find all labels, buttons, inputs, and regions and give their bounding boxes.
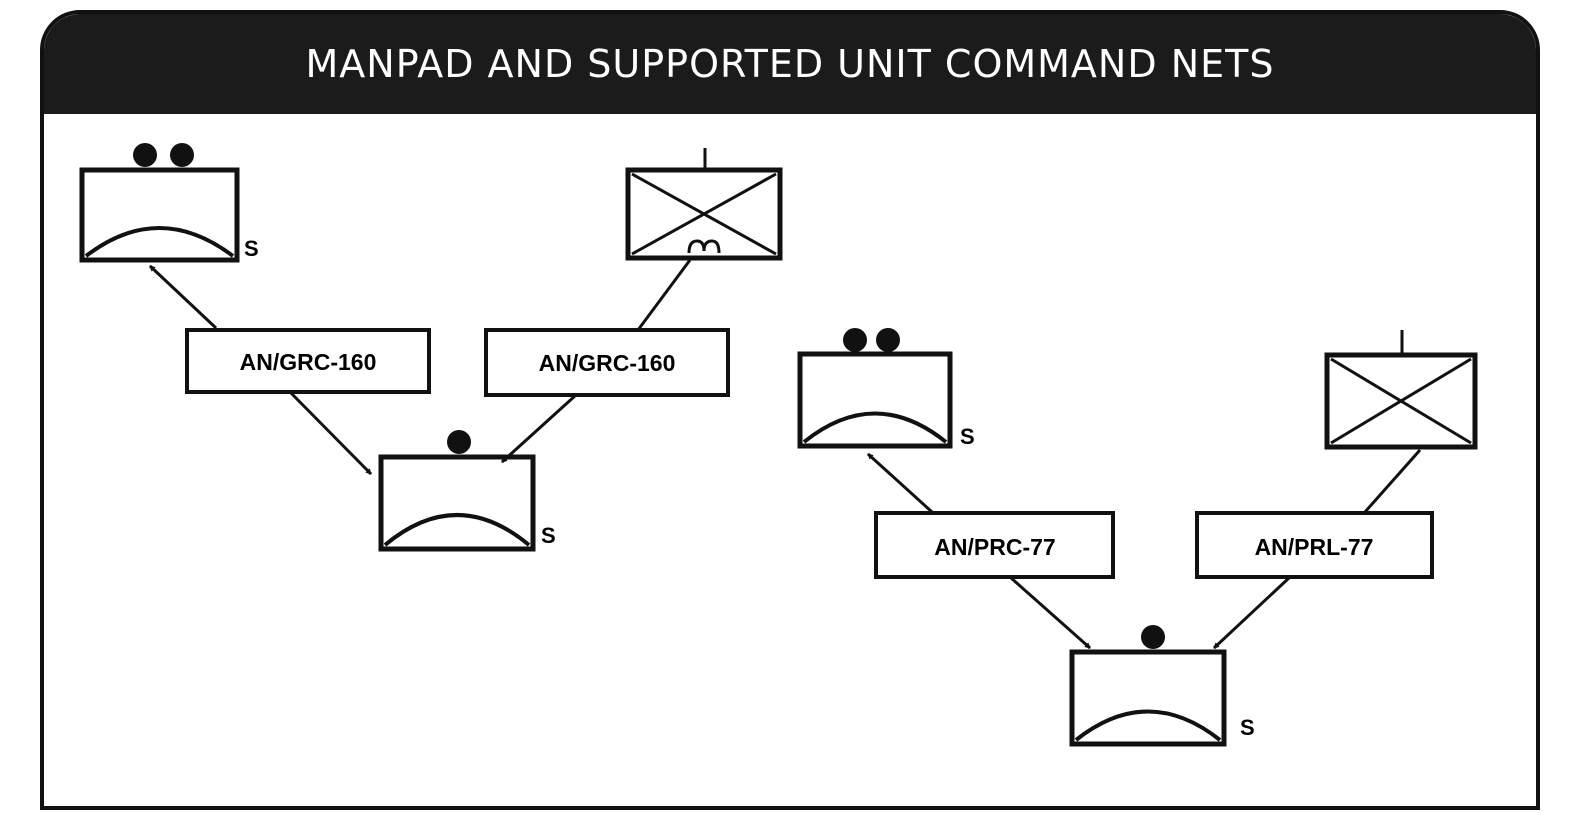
net-link-left-to-platoon (148, 264, 218, 330)
supported-unit-symbol-left (625, 148, 783, 261)
radio-label-right-b: AN/PRL-77 (1255, 534, 1374, 560)
diagram-title: MANPAD AND SUPPORTED UNIT COMMAND NETS (305, 42, 1275, 86)
net-link-right-to-team (1009, 575, 1091, 650)
manpad-team-symbol-right (1069, 625, 1227, 747)
radio-box-right-b: AN/PRL-77 (1195, 511, 1434, 579)
section-marker-right-bottom: S (1240, 715, 1255, 740)
supported-unit-symbol-right (1324, 330, 1478, 450)
net-link-left-to-team (288, 390, 373, 476)
radio-box-left-b: AN/GRC-160 (484, 328, 730, 397)
ada-platoon-symbol-left (79, 143, 240, 263)
radio-label-left-a: AN/GRC-160 (240, 349, 377, 375)
net-link-unit-to-team-left (500, 393, 578, 464)
title-bar: MANPAD AND SUPPORTED UNIT COMMAND NETS (44, 14, 1536, 114)
section-marker-left-bottom: S (541, 523, 556, 548)
net-link-unit-to-team-right (1212, 575, 1292, 650)
net-link-right-to-platoon (866, 452, 934, 514)
ada-platoon-symbol-right (797, 328, 953, 449)
radio-box-right-a: AN/PRC-77 (874, 511, 1115, 579)
net-link-unit-to-radio-left (636, 259, 692, 331)
radio-box-left-a: AN/GRC-160 (185, 328, 431, 394)
net-link-unit-to-radio-right (1363, 449, 1422, 513)
section-marker-left-top: S (244, 236, 259, 261)
section-marker-right-top: S (960, 424, 975, 449)
radio-label-right-a: AN/PRC-77 (934, 534, 1055, 560)
manpad-team-symbol-left (378, 430, 536, 552)
diagram-frame: MANPAD AND SUPPORTED UNIT COMMAND NETS (40, 10, 1540, 810)
radio-label-left-b: AN/GRC-160 (539, 350, 676, 376)
